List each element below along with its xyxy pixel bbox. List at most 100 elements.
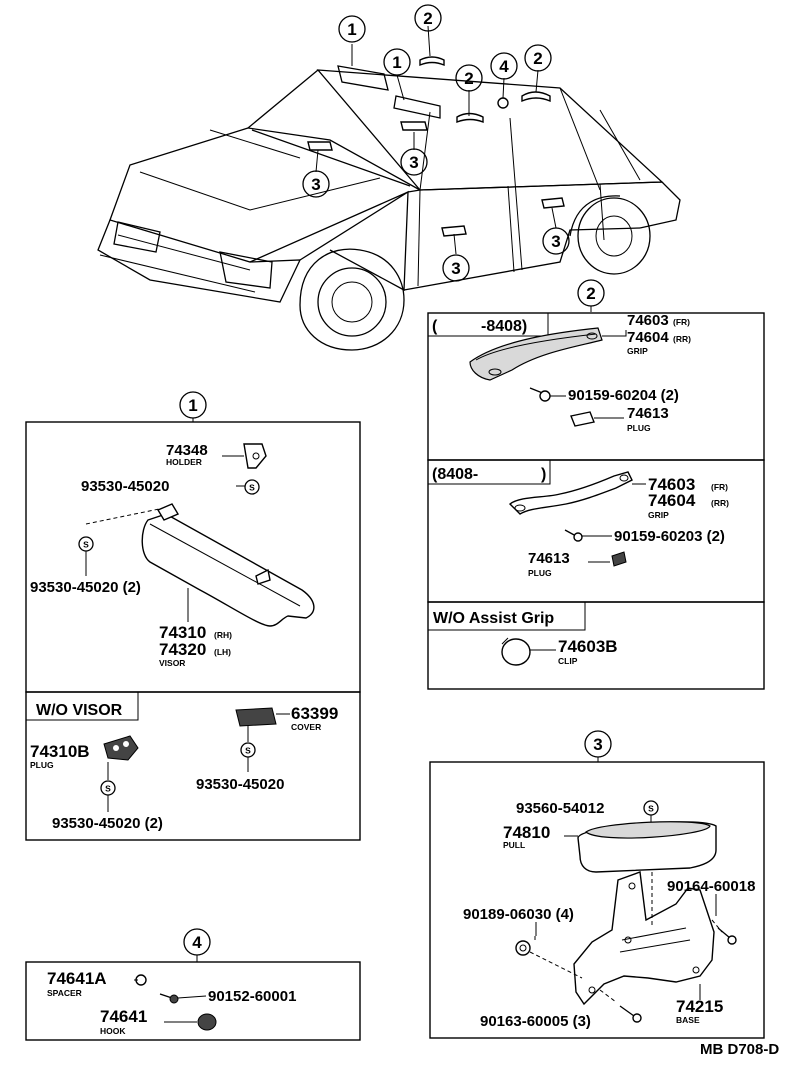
pull-74810 <box>564 821 717 873</box>
section-4-hook: 74641A SPACER 90152-60001 74641 HOOK <box>25 961 361 1041</box>
callout-3-rear-door: 3 <box>542 227 570 255</box>
svg-text:1: 1 <box>188 396 197 415</box>
section-2c-box <box>427 601 765 690</box>
screw-90164-60018 <box>711 894 737 945</box>
svg-text:1: 1 <box>392 53 401 72</box>
svg-text:S: S <box>249 483 255 493</box>
svg-text:COVER: COVER <box>291 722 321 732</box>
section-1b-wo-visor: W/O VISOR 74310B PLUG S 93530-45020 (2) … <box>25 691 361 841</box>
svg-text:S: S <box>83 540 89 550</box>
section-3-pull: 93560-54012 S 74810 PULL 74215 BASE <box>429 761 765 1039</box>
svg-text:93530-45020: 93530-45020 <box>196 776 284 793</box>
svg-text:(RR): (RR) <box>673 334 691 344</box>
svg-text:90159-60204 (2): 90159-60204 (2) <box>568 387 679 404</box>
diagram-code: MB D708-D <box>700 1041 779 1058</box>
svg-text:HOOK: HOOK <box>100 1026 126 1036</box>
svg-text:CLIP: CLIP <box>558 656 578 666</box>
callout-2-grip-rear: 2 <box>524 44 552 72</box>
section-2b-grip-late: (8408- ) 74603 (FR) 74604 (RR) GRIP 9015… <box>427 459 765 603</box>
svg-text:): ) <box>541 466 546 483</box>
svg-text:GRIP: GRIP <box>648 510 669 520</box>
svg-text:90159-60203 (2): 90159-60203 (2) <box>614 528 725 545</box>
svg-text:74604: 74604 <box>627 329 669 346</box>
svg-text:2: 2 <box>464 69 473 88</box>
clip-74603b <box>501 637 556 666</box>
screw-90163-60005 <box>599 989 642 1023</box>
screw-90159-60203 <box>564 529 612 542</box>
spacer-74641a <box>134 974 147 986</box>
svg-text:(RH): (RH) <box>214 630 232 640</box>
section-1-visor: 74348 HOLDER S 93530-45020 S 93530-45020… <box>25 421 361 693</box>
svg-text:PULL: PULL <box>503 840 525 850</box>
svg-text:PLUG: PLUG <box>627 423 651 433</box>
svg-text:1: 1 <box>347 20 356 39</box>
grip-74603-late <box>508 471 633 515</box>
svg-text:93530-45020: 93530-45020 <box>81 478 169 495</box>
callout-4-hook: 4 <box>490 52 518 80</box>
svg-text:2: 2 <box>423 9 432 28</box>
svg-text:SPACER: SPACER <box>47 988 82 998</box>
svg-text:74215: 74215 <box>676 997 723 1016</box>
svg-text:-8408): -8408) <box>481 318 527 335</box>
svg-text:(8408-: (8408- <box>432 466 478 483</box>
screw-mark-wo-right: S <box>240 726 256 772</box>
svg-text:74641A: 74641A <box>47 969 107 988</box>
svg-text:74310B: 74310B <box>30 742 90 761</box>
svg-text:90152-60001: 90152-60001 <box>208 988 296 1005</box>
callout-2-grip-mid: 2 <box>455 64 483 92</box>
svg-text:(: ( <box>432 318 438 335</box>
svg-text:S: S <box>105 784 111 794</box>
svg-text:74603B: 74603B <box>558 637 618 656</box>
svg-text:74641: 74641 <box>100 1007 147 1026</box>
screw-90152-60001 <box>159 993 207 1004</box>
section-2c-wo-assist-grip: W/O Assist Grip 74603B CLIP <box>427 601 765 690</box>
plug-74613-early <box>570 411 624 427</box>
svg-text:(LH): (LH) <box>214 647 231 657</box>
screw-mark-top: S <box>236 479 260 495</box>
svg-text:2: 2 <box>586 284 595 303</box>
section-1-callout: 1 <box>179 391 207 422</box>
svg-text:GRIP: GRIP <box>627 346 648 356</box>
screw-mark-wo-left: S <box>100 762 116 812</box>
screw-mark-left: S <box>78 536 94 576</box>
callout-3-center: 3 <box>400 148 428 176</box>
plug-74613-late <box>588 551 627 567</box>
section-2-callout: 2 <box>577 279 605 312</box>
car-illustration <box>97 25 681 351</box>
nut-90189-06030 <box>515 922 583 979</box>
svg-text:3: 3 <box>551 232 560 251</box>
grip-74603-early <box>469 327 603 381</box>
hook-74641 <box>164 1013 217 1031</box>
plug-74310b <box>103 735 139 761</box>
svg-text:(RR): (RR) <box>711 498 729 508</box>
cover-63399 <box>235 707 290 727</box>
car-callouts: 1 2 1 2 4 2 3 3 3 3 <box>302 4 570 282</box>
svg-text:3: 3 <box>451 259 460 278</box>
callout-3-front-door: 3 <box>442 254 470 282</box>
visor-74310 <box>141 513 315 627</box>
section-1b-box <box>25 691 361 841</box>
callout-2-roof-front: 2 <box>414 4 442 32</box>
svg-text:(FR): (FR) <box>673 317 690 327</box>
svg-text:(FR): (FR) <box>711 482 728 492</box>
svg-text:90163-60005 (3): 90163-60005 (3) <box>480 1013 591 1030</box>
svg-text:74613: 74613 <box>627 405 669 422</box>
svg-text:74603: 74603 <box>648 475 695 494</box>
svg-text:93530-45020 (2): 93530-45020 (2) <box>52 815 163 832</box>
svg-text:VISOR: VISOR <box>159 658 185 668</box>
callout-1-visor: 1 <box>383 48 411 76</box>
svg-text:W/O Assist Grip: W/O Assist Grip <box>433 610 554 627</box>
svg-text:90189-06030 (4): 90189-06030 (4) <box>463 906 574 923</box>
svg-text:74348: 74348 <box>166 442 208 459</box>
svg-text:S: S <box>648 804 654 814</box>
svg-text:74604: 74604 <box>648 491 696 510</box>
svg-text:3: 3 <box>593 735 602 754</box>
section-3-box <box>429 761 765 1039</box>
svg-text:3: 3 <box>311 175 320 194</box>
svg-text:4: 4 <box>192 933 202 952</box>
svg-text:HOLDER: HOLDER <box>166 457 202 467</box>
svg-text:93530-45020 (2): 93530-45020 (2) <box>30 579 141 596</box>
svg-text:PLUG: PLUG <box>528 568 552 578</box>
svg-text:74810: 74810 <box>503 823 550 842</box>
